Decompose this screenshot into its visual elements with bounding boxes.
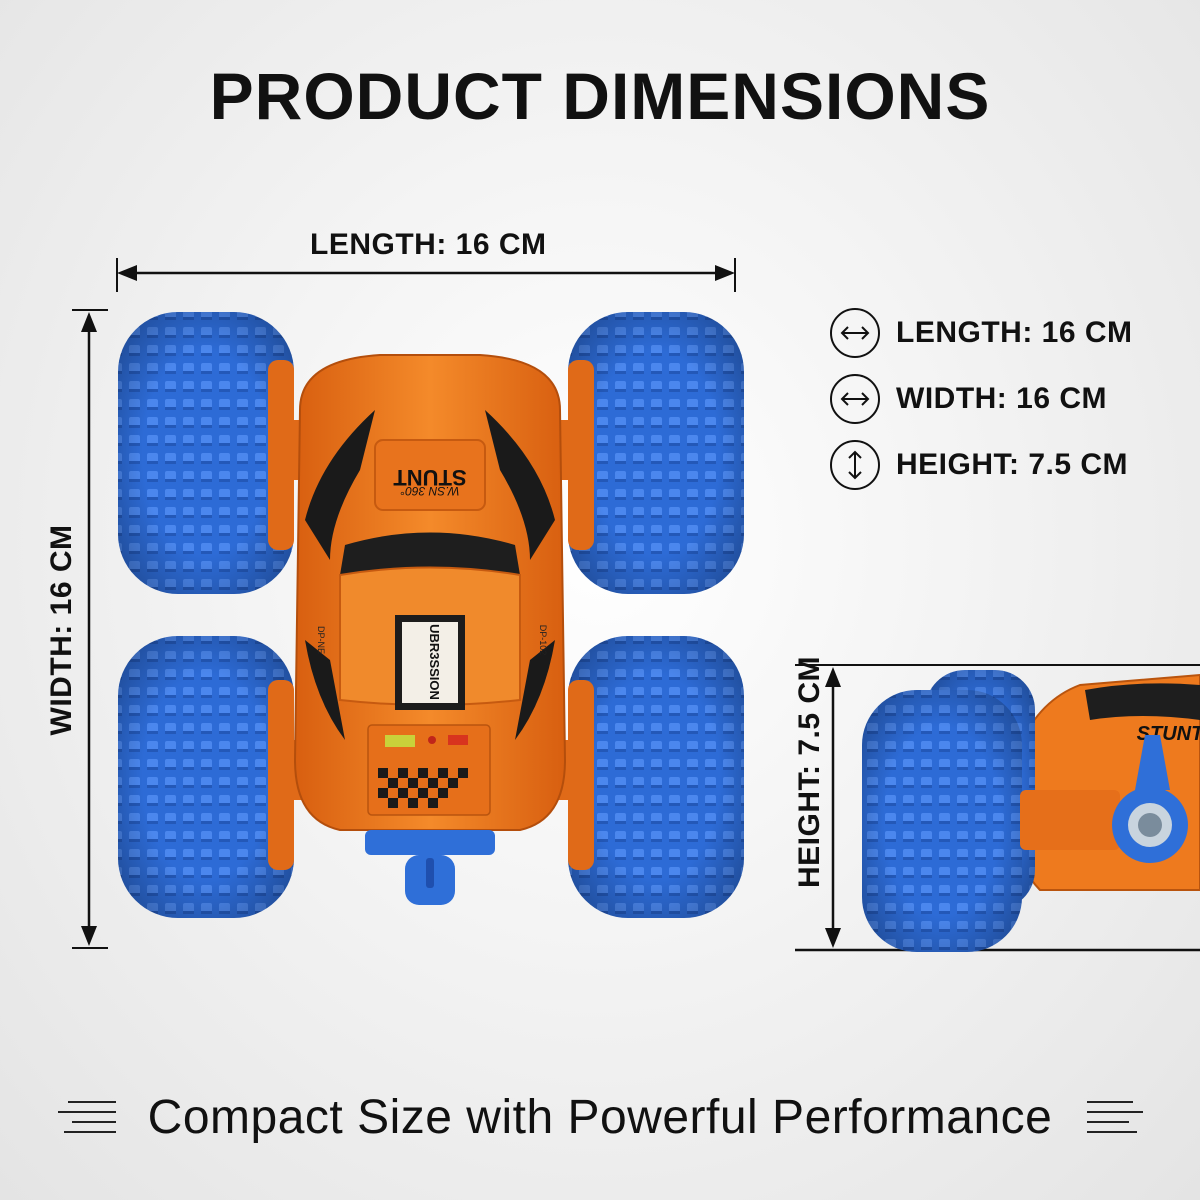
spec-width-text: WIDTH: 16 CM (896, 382, 1107, 415)
page-title: PRODUCT DIMENSIONS (209, 59, 991, 133)
hood-decal-small: W.SN 360° (400, 484, 459, 498)
tire-front-left (118, 312, 294, 594)
specs-list: LENGTH: 16 CM WIDTH: 16 CM HEIGHT: 7.5 C… (830, 300, 1133, 498)
tagline: Compact Size with Powerful Performance (147, 1091, 1053, 1144)
top-length-label: LENGTH: 16 CM (310, 228, 547, 261)
height-dimension-line (795, 664, 1200, 952)
vertical-arrows-icon (830, 440, 880, 490)
rear-decal-label: UBR3SSION (427, 624, 442, 700)
tire-rear-right (568, 636, 744, 918)
tire-rear-left (118, 636, 294, 918)
spec-row-height: HEIGHT: 7.5 CM (830, 432, 1133, 498)
side-code-right: DP-102 (538, 625, 548, 656)
speed-lines-right-icon (1087, 1101, 1143, 1133)
car-top-view: STUNT W.SN 360° UBR3SSION DP-NE DP-102 (118, 312, 744, 918)
width-dimension-line (72, 309, 108, 949)
spec-row-length: LENGTH: 16 CM (830, 300, 1133, 366)
side-width-label: WIDTH: 16 CM (45, 524, 78, 736)
spec-height-text: HEIGHT: 7.5 CM (896, 448, 1129, 481)
car-side-view: STUNT (862, 670, 1200, 952)
side-height-label: HEIGHT: 7.5 CM (793, 655, 826, 889)
spec-length-text: LENGTH: 16 CM (896, 316, 1133, 349)
tire-front-right (568, 312, 744, 594)
spec-row-width: WIDTH: 16 CM (830, 366, 1133, 432)
horizontal-arrows-icon (830, 374, 880, 424)
horizontal-arrows-icon (830, 308, 880, 358)
speed-lines-left-icon (58, 1101, 116, 1133)
hood-decal-stunt: STUNT (393, 465, 467, 490)
side-code-left: DP-NE (316, 626, 326, 654)
length-dimension-line (116, 258, 736, 292)
